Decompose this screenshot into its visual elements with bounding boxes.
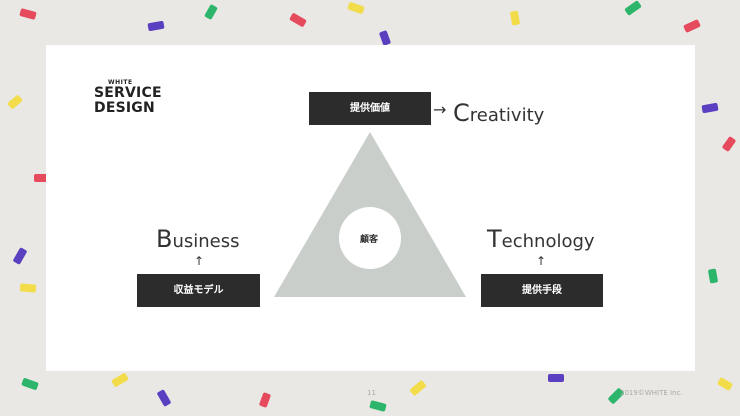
service-design-logo: WHITE SERVICE DESIGN — [94, 79, 162, 116]
copyright-text: 2019©WHITE Inc. — [620, 389, 683, 397]
confetti-piece — [19, 283, 37, 293]
business-initial: B — [156, 225, 173, 253]
delivery-means-box: 提供手段 — [481, 274, 603, 307]
confetti-piece — [19, 8, 37, 20]
means-arrow: ↑ — [536, 254, 547, 268]
revenue-model-box: 収益モデル — [137, 274, 260, 307]
confetti-piece — [347, 2, 365, 14]
revenue-arrow: ↑ — [194, 254, 205, 268]
customer-triangle-diagram — [274, 132, 466, 297]
value-arrow: → — [433, 100, 447, 119]
confetti-piece — [510, 10, 520, 26]
confetti-piece — [34, 174, 48, 182]
confetti-piece — [111, 373, 129, 387]
creativity-label: Creativity — [453, 99, 544, 127]
confetti-piece — [708, 268, 718, 284]
confetti-piece — [7, 95, 23, 109]
confetti-piece — [722, 136, 736, 152]
technology-label: Technology — [487, 225, 595, 253]
value-box: 提供価値 — [309, 92, 431, 125]
confetti-piece — [204, 4, 218, 20]
confetti-piece — [717, 377, 733, 391]
confetti-piece — [157, 389, 171, 407]
confetti-piece — [13, 247, 27, 265]
confetti-piece — [369, 400, 387, 412]
logo-line-2: DESIGN — [94, 100, 155, 116]
confetti-piece — [379, 30, 391, 46]
confetti-piece — [289, 13, 307, 27]
business-rest: usiness — [172, 231, 240, 252]
customer-circle — [339, 207, 401, 269]
confetti-piece — [608, 388, 624, 404]
business-label: Business — [156, 225, 240, 253]
confetti-piece — [683, 19, 701, 33]
logo-line-1: SERVICE — [94, 85, 162, 101]
technology-rest: echnology — [501, 231, 595, 252]
customer-label: 顧客 — [360, 235, 379, 245]
confetti-pieces — [7, 0, 736, 412]
confetti-piece — [701, 102, 719, 114]
page-number: 11 — [367, 389, 376, 397]
logo-small-text: WHITE — [108, 79, 133, 86]
slide-card: WHITE SERVICE DESIGN 提供価値 → Creativity 顧… — [46, 45, 695, 371]
confetti-piece — [410, 380, 426, 396]
confetti-piece — [548, 374, 564, 382]
confetti-piece — [147, 20, 165, 32]
creativity-rest: reativity — [469, 105, 545, 126]
technology-initial: T — [487, 225, 502, 253]
confetti-piece — [21, 378, 39, 390]
confetti-piece — [624, 0, 642, 16]
confetti-piece — [259, 392, 271, 408]
creativity-initial: C — [453, 99, 470, 127]
